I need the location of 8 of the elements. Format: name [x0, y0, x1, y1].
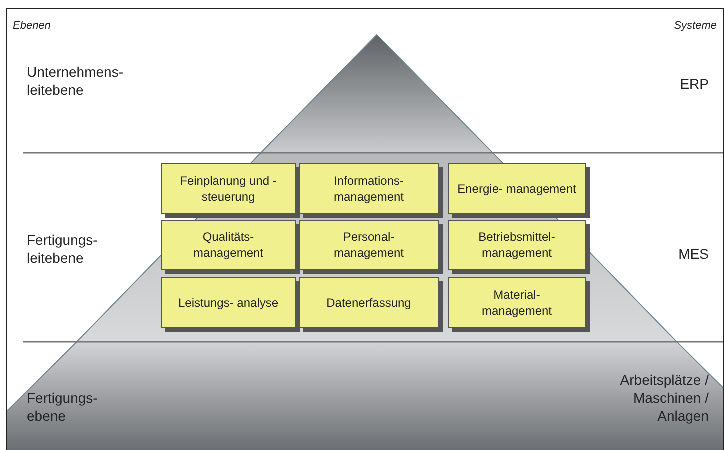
level-label: Fertigungs- ebene: [27, 389, 99, 425]
level-label: Unternehmens- leitebene: [27, 63, 124, 99]
system-label: Arbeitsplätze / Maschinen / Anlagen: [619, 371, 709, 425]
system-label: ERP: [679, 75, 709, 93]
system-label: MES: [678, 245, 709, 263]
column-heading: Ebenen: [13, 19, 52, 34]
column-heading: Systeme: [673, 19, 717, 34]
level-label: Fertigungs- leitebene: [27, 231, 99, 267]
